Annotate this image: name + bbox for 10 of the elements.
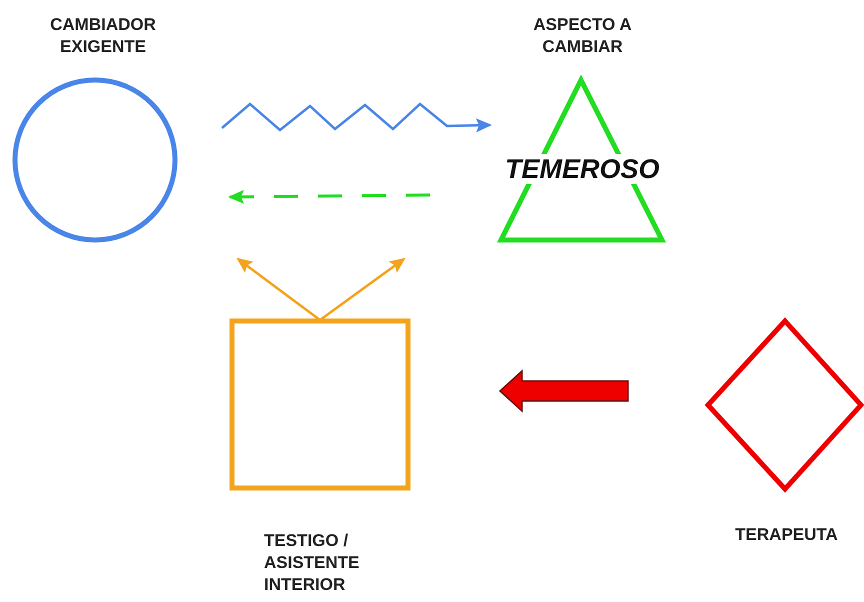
node-heading: ASPECTO A CAMBIAR xyxy=(532,14,633,58)
arrow xyxy=(236,258,321,321)
node-label: TERAPEUTA xyxy=(734,524,839,546)
block-arrow xyxy=(498,369,629,413)
node-heading: CAMBIADOR EXIGENTE xyxy=(49,14,157,58)
zigzag-arrow xyxy=(221,102,492,132)
arrow xyxy=(319,258,406,322)
node-label: TEMEROSO xyxy=(505,154,660,184)
node-label: TESTIGO / ASISTENTE INTERIOR xyxy=(264,530,360,596)
dashed-arrow xyxy=(228,190,430,204)
